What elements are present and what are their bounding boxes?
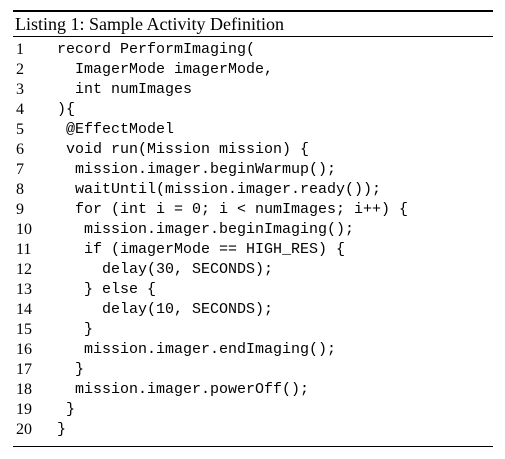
- code-text: mission.imager.powerOff();: [48, 381, 310, 398]
- code-line: 3 int numImages: [13, 80, 493, 100]
- line-number: 2: [16, 61, 24, 78]
- code-line: 18 mission.imager.powerOff();: [13, 380, 493, 400]
- code-line: 7 mission.imager.beginWarmup();: [13, 160, 493, 180]
- line-number: 9: [16, 201, 24, 218]
- caption-rule: [13, 36, 493, 37]
- code-text: ImagerMode imagerMode,: [48, 61, 274, 78]
- code-line: 15 }: [13, 320, 493, 340]
- code-text: mission.imager.beginImaging();: [48, 221, 355, 238]
- line-number: 3: [16, 81, 24, 98]
- code-text: int numImages: [48, 81, 193, 98]
- line-number: 12: [16, 261, 32, 278]
- code-text: for (int i = 0; i < numImages; i++) {: [48, 201, 409, 218]
- code-text: delay(30, SECONDS);: [48, 261, 274, 278]
- listing-caption: Listing 1: Sample Activity Definition: [15, 14, 284, 34]
- line-number: 6: [16, 141, 24, 158]
- code-line: 6 void run(Mission mission) {: [13, 140, 493, 160]
- line-number: 19: [16, 401, 32, 418]
- code-text: mission.imager.endImaging();: [48, 341, 337, 358]
- code-line: 8 waitUntil(mission.imager.ready());: [13, 180, 493, 200]
- code-line: 4 ){: [13, 100, 493, 120]
- code-text: delay(10, SECONDS);: [48, 301, 274, 318]
- line-number: 8: [16, 181, 24, 198]
- code-text: record PerformImaging(: [48, 41, 256, 58]
- code-listing: Listing 1: Sample Activity Definition 1 …: [13, 10, 493, 441]
- code-line: 14 delay(10, SECONDS);: [13, 300, 493, 320]
- code-text: ){: [48, 101, 76, 118]
- code-line: 1 record PerformImaging(: [13, 40, 493, 60]
- code-line: 10 mission.imager.beginImaging();: [13, 220, 493, 240]
- code-line: 12 delay(30, SECONDS);: [13, 260, 493, 280]
- line-number: 5: [16, 121, 24, 138]
- code-line: 5 @EffectModel: [13, 120, 493, 140]
- bottom-rule: [13, 446, 493, 447]
- code-line: 13 } else {: [13, 280, 493, 300]
- code-text: }: [48, 361, 85, 378]
- line-number: 18: [16, 381, 32, 398]
- code-text: mission.imager.beginWarmup();: [48, 161, 337, 178]
- line-number: 11: [16, 241, 32, 258]
- code-text: }: [48, 421, 67, 438]
- code-line: 17 }: [13, 360, 493, 380]
- code-text: waitUntil(mission.imager.ready());: [48, 181, 382, 198]
- code-line: 20 }: [13, 420, 493, 440]
- code-text: void run(Mission mission) {: [48, 141, 310, 158]
- code-block: 1 record PerformImaging( 2 ImagerMode im…: [13, 40, 493, 441]
- line-number: 7: [16, 161, 24, 178]
- code-line: 9 for (int i = 0; i < numImages; i++) {: [13, 200, 493, 220]
- line-number: 20: [16, 421, 32, 438]
- code-text: @EffectModel: [48, 121, 175, 138]
- code-line: 16 mission.imager.endImaging();: [13, 340, 493, 360]
- code-text: } else {: [48, 281, 157, 298]
- line-number: 15: [16, 321, 32, 338]
- top-rule: [13, 10, 493, 12]
- line-number: 4: [16, 101, 24, 118]
- code-text: if (imagerMode == HIGH_RES) {: [48, 241, 346, 258]
- line-number: 14: [16, 301, 32, 318]
- line-number: 17: [16, 361, 32, 378]
- code-line: 2 ImagerMode imagerMode,: [13, 60, 493, 80]
- line-number: 1: [16, 41, 24, 58]
- code-text: }: [48, 401, 76, 418]
- line-number: 13: [16, 281, 32, 298]
- line-number: 16: [16, 341, 32, 358]
- code-text: }: [48, 321, 94, 338]
- code-line: 19 }: [13, 400, 493, 420]
- code-line: 11 if (imagerMode == HIGH_RES) {: [13, 240, 493, 260]
- line-number: 10: [16, 221, 32, 238]
